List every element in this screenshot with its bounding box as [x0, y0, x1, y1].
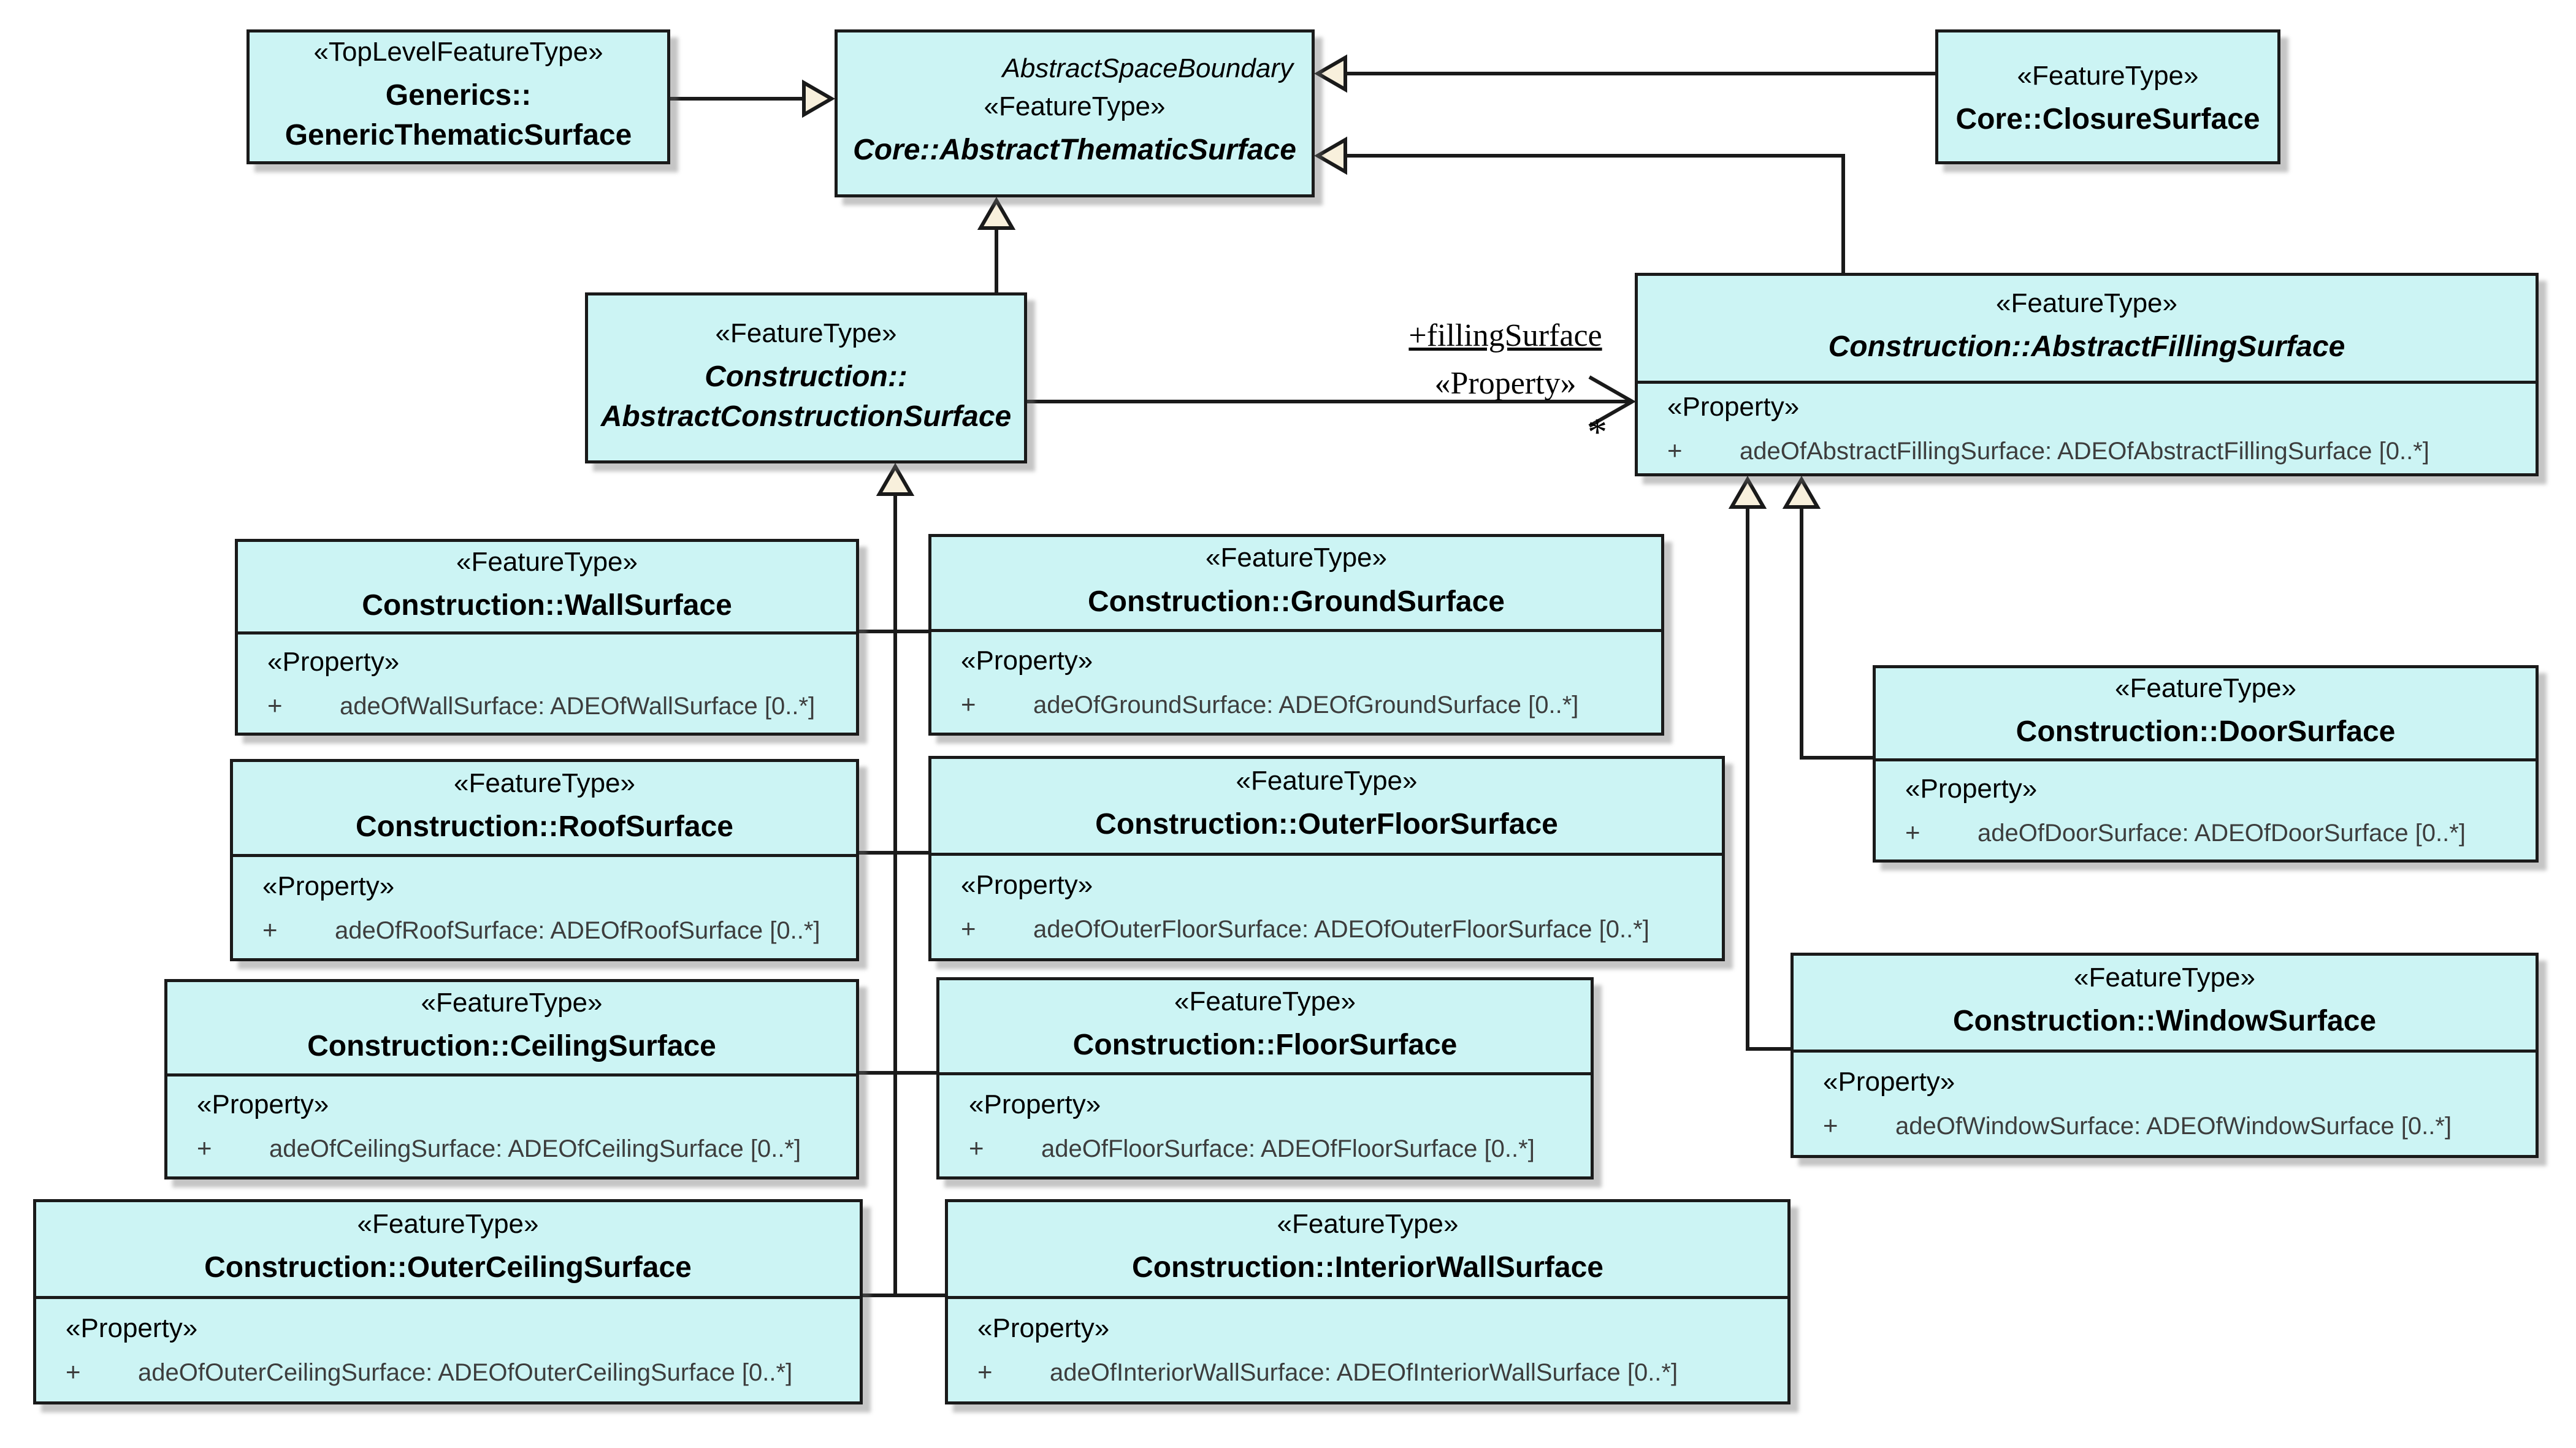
class-outer-floor-surface[interactable]: «FeatureType» Construction::OuterFloorSu…	[928, 756, 1725, 961]
property-row: +adeOfWindowSurface: ADEOfWindowSurface …	[1823, 1111, 2452, 1140]
class-stereotype: «FeatureType»	[1996, 288, 2177, 318]
class-outer-ceiling-surface[interactable]: «FeatureType» Construction::OuterCeiling…	[33, 1199, 863, 1404]
property-stereotype: «Property»	[267, 647, 400, 677]
class-name: Construction::GroundSurface	[1088, 585, 1505, 618]
class-stereotype: «FeatureType»	[456, 546, 638, 577]
generalization-door-to-filling[interactable]	[1782, 476, 1873, 760]
generalization-arrow-icon	[977, 197, 1016, 230]
property-row: +adeOfOuterFloorSurface: ADEOfOuterFloor…	[961, 914, 1649, 943]
generalization-arrow-icon	[876, 463, 915, 496]
property-stereotype: «Property»	[1823, 1067, 1955, 1097]
class-stereotype: «FeatureType»	[984, 91, 1166, 121]
class-name: Construction::FloorSurface	[1072, 1028, 1458, 1061]
class-name: Construction::RoofSurface	[356, 810, 733, 843]
class-stereotype: «FeatureType»	[2017, 61, 2199, 91]
generalization-arrow-icon	[1782, 476, 1821, 509]
property-stereotype: «Property»	[262, 871, 395, 901]
class-roof-surface[interactable]: «FeatureType» Construction::RoofSurface …	[230, 759, 859, 961]
property-row: +adeOfRoofSurface: ADEOfRoofSurface [0..…	[262, 915, 820, 944]
class-ceiling-surface[interactable]: «FeatureType» Construction::CeilingSurfa…	[164, 979, 859, 1179]
property-stereotype: «Property»	[961, 870, 1093, 901]
property-stereotype: «Property»	[66, 1313, 198, 1344]
generalization-construction-to-thematic[interactable]	[977, 197, 1016, 292]
property-stereotype: «Property»	[969, 1089, 1101, 1119]
generalization-arrow-icon	[802, 79, 835, 118]
property-row: +adeOfDoorSurface: ADEOfDoorSurface [0..…	[1905, 817, 2466, 847]
class-name: Construction::AbstractFillingSurface	[1828, 330, 2345, 364]
generalization-arrow-icon	[1314, 136, 1347, 175]
generalization-arrow-icon	[1728, 476, 1767, 509]
property-row: +adeOfGroundSurface: ADEOfGroundSurface …	[961, 689, 1579, 718]
property-stereotype: «Property»	[977, 1313, 1110, 1344]
class-stereotype: «FeatureType»	[1277, 1208, 1459, 1239]
class-abstract-construction-surface[interactable]: «FeatureType» Construction:: AbstractCon…	[585, 292, 1027, 463]
class-name: Construction::WallSurface	[362, 589, 732, 622]
class-stereotype: «FeatureType»	[715, 318, 897, 348]
class-stereotype: «FeatureType»	[357, 1208, 539, 1239]
class-name: Construction::InteriorWallSurface	[1132, 1251, 1603, 1284]
generalization-closure-to-thematic[interactable]	[1314, 54, 1935, 93]
class-name: Generics:: GenericThematicSurface	[285, 79, 632, 152]
class-stereotype: «FeatureType»	[421, 988, 603, 1018]
open-arrow-icon	[1588, 375, 1637, 428]
property-row: +adeOfFloorSurface: ADEOfFloorSurface [0…	[969, 1133, 1535, 1162]
property-stereotype: «Property»	[1667, 391, 1800, 422]
class-closure-surface[interactable]: «FeatureType» Core::ClosureSurface	[1935, 29, 2280, 164]
generalization-arrow-icon	[1314, 54, 1347, 93]
class-stereotype: «FeatureType»	[1206, 543, 1387, 573]
class-name: Construction::OuterFloorSurface	[1095, 808, 1558, 841]
class-name: Construction::DoorSurface	[2016, 715, 2396, 748]
class-name: Construction:: AbstractConstructionSurfa…	[600, 360, 1012, 433]
property-stereotype: «Property»	[197, 1089, 329, 1120]
class-name: Construction::OuterCeilingSurface	[204, 1251, 692, 1284]
association-filling-surface[interactable]	[1027, 375, 1637, 428]
class-name: Core::AbstractThematicSurface	[853, 134, 1296, 167]
class-stereotype: «FeatureType»	[2074, 962, 2255, 993]
property-stereotype: «Property»	[961, 645, 1093, 676]
property-row: +adeOfWallSurface: ADEOfWallSurface [0..…	[267, 691, 816, 720]
class-generic-thematic-surface[interactable]: «TopLevelFeatureType» Generics:: Generic…	[247, 29, 670, 164]
class-floor-surface[interactable]: «FeatureType» Construction::FloorSurface…	[936, 977, 1594, 1179]
class-stereotype: «FeatureType»	[2115, 673, 2296, 703]
class-stereotype: «FeatureType»	[1174, 986, 1356, 1016]
association-role-label: +fillingSurface	[1408, 318, 1602, 353]
generalization-trunk-construction[interactable]	[859, 463, 945, 1297]
association-stereotype-label: «Property»	[1434, 366, 1577, 401]
property-stereotype: «Property»	[1905, 773, 2038, 804]
generalization-window-to-filling[interactable]	[1728, 476, 1791, 1051]
class-door-surface[interactable]: «FeatureType» Construction::DoorSurface …	[1873, 665, 2539, 863]
class-stereotype: «TopLevelFeatureType»	[313, 37, 603, 67]
class-abstract-filling-surface[interactable]: «FeatureType» Construction::AbstractFill…	[1635, 273, 2539, 476]
parent-class-label: AbstractSpaceBoundary	[1002, 53, 1293, 83]
class-abstract-thematic-surface[interactable]: AbstractSpaceBoundary «FeatureType» Core…	[835, 29, 1315, 197]
class-stereotype: «FeatureType»	[454, 768, 635, 798]
class-interior-wall-surface[interactable]: «FeatureType» Construction::InteriorWall…	[945, 1199, 1791, 1404]
property-row: +adeOfOuterCeilingSurface: ADEOfOuterCei…	[66, 1357, 793, 1387]
association-multiplicity: *	[1588, 410, 1607, 454]
property-row: +adeOfAbstractFillingSurface: ADEOfAbstr…	[1667, 435, 2429, 465]
class-name: Construction::WindowSurface	[1952, 1005, 2377, 1038]
generalization-filling-to-thematic[interactable]	[1314, 136, 1845, 273]
class-window-surface[interactable]: «FeatureType» Construction::WindowSurfac…	[1791, 953, 2539, 1158]
class-name: Construction::CeilingSurface	[307, 1030, 716, 1063]
class-stereotype: «FeatureType»	[1236, 765, 1418, 796]
class-ground-surface[interactable]: «FeatureType» Construction::GroundSurfac…	[928, 534, 1664, 736]
property-row: +adeOfCeilingSurface: ADEOfCeilingSurfac…	[197, 1134, 801, 1163]
class-name: Core::ClosureSurface	[1955, 103, 2260, 136]
generalization-generic-to-thematic[interactable]	[670, 79, 835, 118]
property-row: +adeOfInteriorWallSurface: ADEOfInterior…	[977, 1357, 1678, 1387]
class-wall-surface[interactable]: «FeatureType» Construction::WallSurface …	[235, 539, 859, 736]
